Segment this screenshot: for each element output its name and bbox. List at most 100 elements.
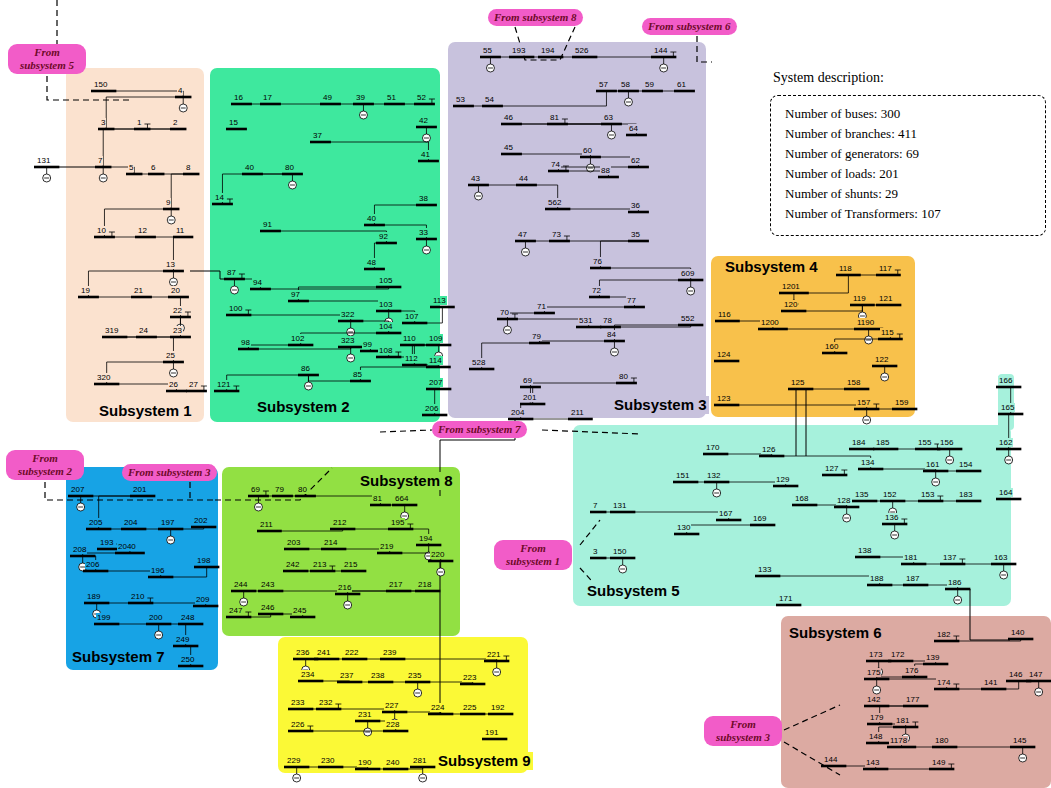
branch-line — [687, 525, 773, 534]
gen-lead — [203, 386, 204, 391]
bus-bar — [836, 274, 861, 277]
bus-number: 43 — [470, 174, 481, 183]
bus-number: 114 — [428, 356, 443, 365]
bus-number: 319 — [104, 326, 119, 335]
branch-line — [736, 405, 866, 409]
bus-number: 22 — [172, 306, 183, 315]
bus-bar — [135, 236, 156, 239]
load-lead — [716, 482, 717, 489]
bus-number: 225 — [462, 703, 477, 712]
bus-number: 121 — [878, 294, 893, 303]
load-symbol — [155, 631, 163, 639]
load-mark — [78, 507, 83, 508]
capacitor-plate — [335, 704, 341, 705]
load-lead — [292, 174, 293, 181]
load-mark — [866, 340, 871, 341]
capacitor-plate — [329, 566, 335, 567]
bus-number: 79 — [274, 485, 285, 494]
bus-number: 248 — [180, 613, 195, 622]
bus-bar — [370, 504, 391, 507]
capacitor-plate — [147, 598, 153, 599]
region-title: Subsystem 8 — [358, 472, 455, 490]
bus-number: 223 — [462, 673, 477, 682]
gen-lead — [899, 334, 900, 339]
bus-number: 232 — [318, 698, 333, 707]
bus-number: 177 — [905, 695, 920, 704]
bus-bar — [716, 519, 741, 522]
bus-bar — [545, 208, 570, 211]
bus-number: 41 — [420, 150, 431, 159]
bus-number: 194 — [418, 534, 433, 543]
bus-number: 131 — [612, 501, 627, 510]
bus-bar — [316, 708, 341, 711]
branch-line — [567, 209, 638, 212]
gen-lead — [951, 764, 952, 769]
dashed-link — [580, 520, 600, 590]
load-symbol — [503, 326, 511, 334]
bus-bar — [284, 548, 309, 551]
load-symbol — [364, 728, 372, 736]
load-symbol — [1000, 571, 1008, 579]
bus-bar — [915, 448, 940, 451]
load-lead — [611, 124, 612, 131]
bus-number: 562 — [547, 198, 562, 207]
load-symbol — [437, 568, 445, 576]
bus-number: 64 — [628, 124, 639, 133]
load-lead — [82, 556, 83, 563]
dashed-link — [697, 36, 712, 62]
load-lead — [234, 279, 235, 286]
branch-line — [99, 496, 153, 529]
bus-number: 6 — [150, 163, 156, 172]
branch-line — [544, 307, 641, 313]
bus-number: 124 — [716, 350, 731, 359]
bus-number: 12 — [137, 226, 148, 235]
bus-number: 44 — [518, 174, 529, 183]
callout-text: From subsystem 3 — [716, 718, 770, 743]
bus-bar — [288, 730, 313, 733]
load-mark — [933, 482, 938, 483]
load-symbol — [619, 565, 627, 573]
region-title: Subsystem 3 — [612, 396, 709, 414]
load-lead — [243, 591, 244, 598]
load-mark — [588, 168, 593, 169]
bus-number: 97 — [290, 290, 301, 299]
subsystem-region: Subsystem 1 — [66, 68, 204, 422]
bus-number: 47 — [517, 230, 528, 239]
capacitor-plate — [307, 726, 313, 727]
bus-number: 531 — [578, 316, 593, 325]
load-lead — [80, 496, 81, 503]
bus-number: 80 — [618, 372, 629, 381]
bus-number: 5 — [128, 163, 134, 172]
bus-number: 1190 — [856, 318, 875, 327]
load-symbol — [624, 98, 632, 106]
load-symbol — [881, 373, 889, 381]
bus-bar — [628, 211, 649, 214]
gen-lead — [332, 566, 333, 571]
bus-bar — [131, 296, 152, 299]
bus-number: 146 — [1008, 670, 1023, 679]
bus-bar — [773, 485, 798, 488]
load-mark — [714, 493, 719, 494]
bus-bar — [508, 418, 533, 421]
bus-number: 7 — [97, 156, 103, 165]
bus-number: 72 — [591, 286, 602, 295]
branch-line — [402, 659, 496, 661]
callout-text: From subsystem 6 — [648, 20, 731, 32]
load-mark — [620, 569, 625, 570]
load-mark — [864, 420, 869, 421]
bus-bar — [873, 448, 898, 451]
branch-line — [374, 243, 393, 269]
bus-number: 160 — [824, 342, 839, 351]
load-lead — [426, 239, 427, 246]
branch-line — [106, 97, 188, 129]
bus-bar — [91, 90, 116, 93]
bus-bar — [231, 103, 252, 106]
callout-box: From subsystem 6 — [642, 18, 737, 35]
load-lead — [590, 157, 591, 164]
branch-line — [301, 731, 406, 732]
bus-number: 116 — [717, 310, 732, 319]
bus-bar — [368, 681, 393, 684]
bus-number: 171 — [778, 594, 793, 603]
capacitor-plate — [895, 270, 901, 271]
bus-bar — [876, 274, 901, 277]
